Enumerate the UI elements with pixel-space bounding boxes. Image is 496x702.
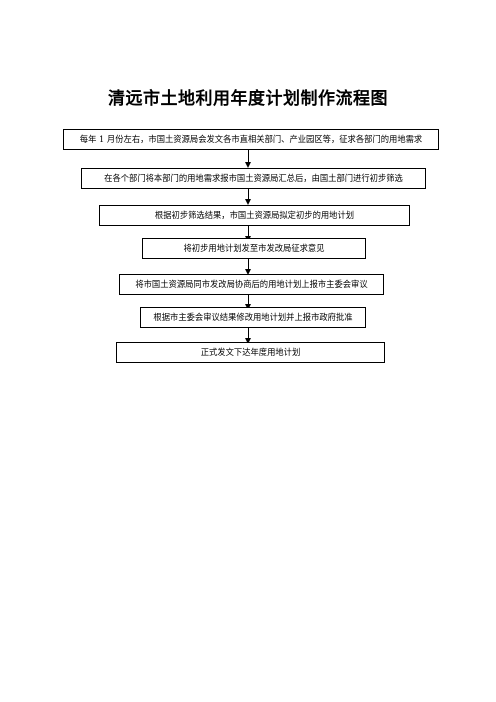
- page-title: 清远市土地利用年度计划制作流程图: [108, 89, 388, 109]
- flow-step-4: 将初步用地计划发至市发改局征求意见: [142, 238, 366, 259]
- flow-step-3: 根据初步筛选结果，市国土资源局拟定初步的用地计划: [99, 205, 410, 226]
- flow-step-5: 将市国土资源局同市发改局协商后的用地计划上报市主委会审议: [119, 274, 384, 295]
- flow-connector-6: [248, 328, 249, 338]
- flow-arrow-2: [245, 199, 251, 205]
- flow-arrow-4: [245, 269, 251, 275]
- flow-arrow-1: [245, 162, 251, 168]
- flow-step-1: 每年 1 月份左右，市国土资源局会发文各市直相关部门、产业园区等，征求各部门的用…: [63, 129, 439, 150]
- flow-step-2: 在各个部门将本部门的用地需求报市国土资源局汇总后，由国土部门进行初步筛选: [81, 168, 426, 189]
- flow-step-7: 正式发文下达年度用地计划: [116, 342, 385, 363]
- flow-connector-1: [248, 150, 249, 162]
- flow-arrow-6: [245, 338, 251, 344]
- flow-connector-5: [248, 295, 249, 304]
- flow-step-6: 根据市主委会审议结果修改用地计划并上报市政府批准: [140, 307, 366, 328]
- flow-connector-2: [248, 189, 249, 199]
- flow-connector-3: [248, 226, 249, 236]
- flow-connector-4: [248, 259, 249, 269]
